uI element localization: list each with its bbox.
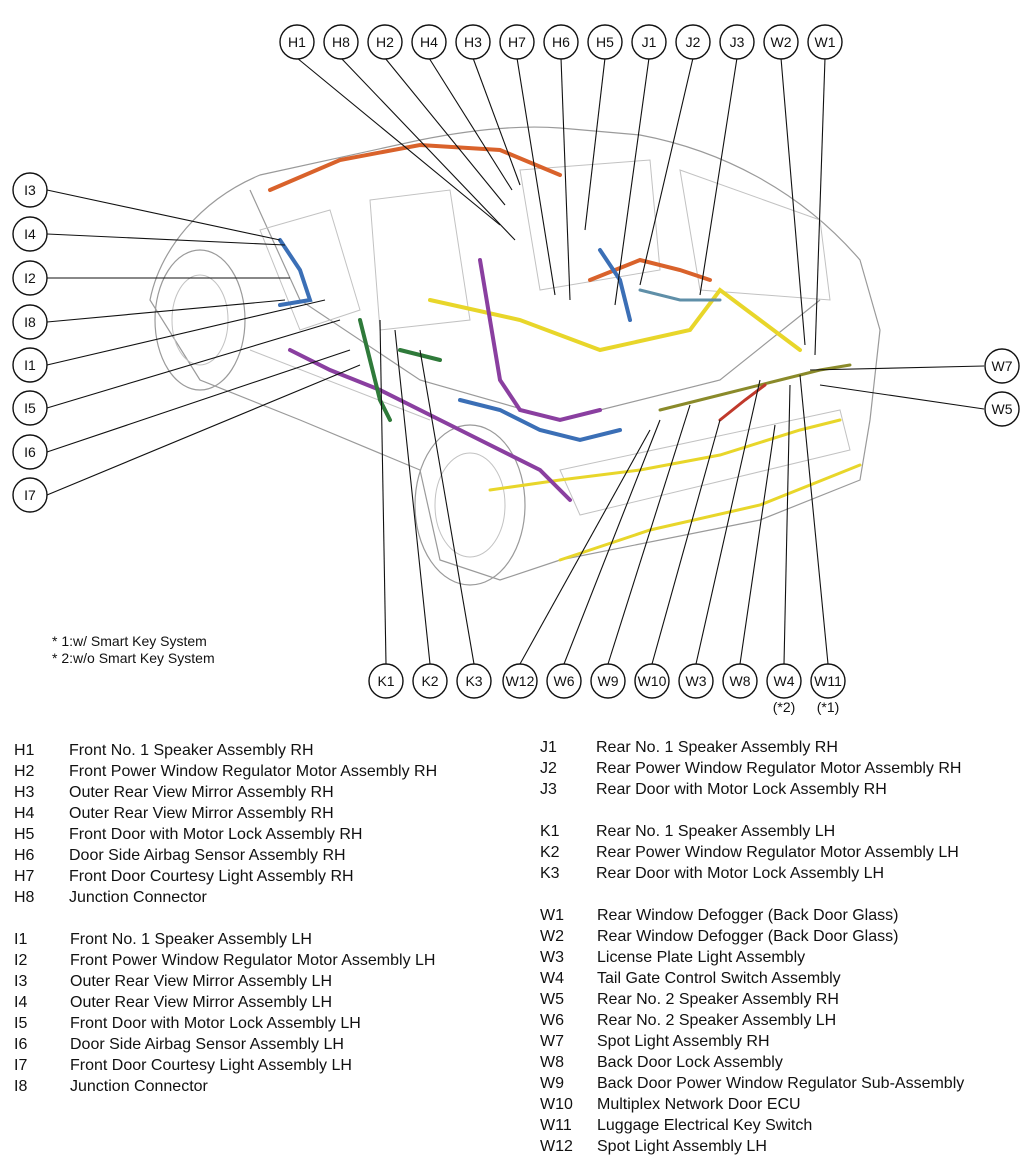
harness-blue-center	[458, 398, 622, 443]
callout-H5[interactable]: H5	[587, 24, 623, 60]
callout-W5[interactable]: W5	[984, 391, 1020, 427]
callout-W4-sublabel: (*2)	[773, 699, 796, 715]
callout-I2[interactable]: I2	[12, 260, 48, 296]
callout-I1[interactable]: I1	[12, 347, 48, 383]
callout-W2[interactable]: W2	[763, 24, 799, 60]
note-no-smart-key: * 2:w/o Smart Key System	[52, 650, 215, 666]
svg-text:W7: W7	[992, 358, 1013, 374]
callout-J2[interactable]: J2	[675, 24, 711, 60]
callout-H2[interactable]: H2	[367, 24, 403, 60]
harness-purple	[288, 348, 572, 502]
svg-text:I1: I1	[24, 357, 36, 373]
wiring-harnesses	[268, 142, 862, 562]
harness-orange	[268, 142, 562, 192]
harness-blue	[278, 238, 313, 307]
harness-yellow-sill	[558, 463, 862, 562]
callout-W10[interactable]: W10	[634, 663, 670, 699]
wiring-diagram: H1 H8 H2 H4 H3 H7 H6 H5 J1 J2 J3 W2 W1 I…	[12, 24, 1020, 715]
svg-text:W4: W4	[774, 673, 795, 689]
svg-text:H4: H4	[420, 34, 438, 50]
callout-I3[interactable]: I3	[12, 172, 48, 208]
callouts-bottom: K1 K2 K3 W12 W6 W9 W10 W3 W8 W4 W11 (*2)…	[368, 663, 846, 715]
svg-text:I5: I5	[24, 400, 36, 416]
svg-text:W6: W6	[554, 673, 575, 689]
callout-W4[interactable]: W4	[766, 663, 802, 699]
callout-I6[interactable]: I6	[12, 434, 48, 470]
svg-text:W1: W1	[815, 34, 836, 50]
svg-text:I4: I4	[24, 226, 36, 242]
callout-W1[interactable]: W1	[807, 24, 843, 60]
callouts-left: I3 I4 I2 I8 I1 I5 I6 I7	[12, 172, 48, 513]
callout-W11-sublabel: (*1)	[817, 699, 840, 715]
svg-text:H7: H7	[508, 34, 526, 50]
note-smart-key: * 1:w/ Smart Key System	[52, 633, 207, 649]
callouts-top: H1 H8 H2 H4 H3 H7 H6 H5 J1 J2 J3 W2 W1	[279, 24, 843, 60]
svg-text:H5: H5	[596, 34, 614, 50]
callout-I7[interactable]: I7	[12, 477, 48, 513]
callout-W3[interactable]: W3	[678, 663, 714, 699]
harness-green-door	[398, 348, 442, 362]
svg-text:W2: W2	[771, 34, 792, 50]
callout-H7[interactable]: H7	[499, 24, 535, 60]
svg-text:W10: W10	[638, 673, 667, 689]
svg-text:I2: I2	[24, 270, 36, 286]
leader-lines	[46, 57, 985, 665]
svg-text:H6: H6	[552, 34, 570, 50]
harness-yellow-floor	[488, 418, 842, 492]
harness-steel	[638, 288, 722, 302]
svg-text:I3: I3	[24, 182, 36, 198]
callout-W9[interactable]: W9	[590, 663, 626, 699]
callout-W12[interactable]: W12	[502, 663, 538, 699]
svg-text:H1: H1	[288, 34, 306, 50]
callout-H1[interactable]: H1	[279, 24, 315, 60]
svg-text:W9: W9	[598, 673, 619, 689]
svg-text:W8: W8	[730, 673, 751, 689]
callout-W11[interactable]: W11	[810, 663, 846, 699]
harness-green	[358, 318, 392, 422]
callout-K3[interactable]: K3	[456, 663, 492, 699]
callout-K2[interactable]: K2	[412, 663, 448, 699]
callout-H6[interactable]: H6	[543, 24, 579, 60]
harness-yellow	[428, 287, 802, 353]
svg-text:W12: W12	[506, 673, 535, 689]
harness-red	[718, 383, 767, 422]
vehicle-outline	[149, 126, 881, 586]
svg-text:J1: J1	[642, 34, 657, 50]
callout-I5[interactable]: I5	[12, 390, 48, 426]
svg-text:I6: I6	[24, 444, 36, 460]
svg-text:I8: I8	[24, 314, 36, 330]
svg-text:W11: W11	[814, 673, 842, 689]
svg-text:H8: H8	[332, 34, 350, 50]
svg-text:W3: W3	[686, 673, 707, 689]
callout-J1[interactable]: J1	[631, 24, 667, 60]
svg-text:H2: H2	[376, 34, 394, 50]
harness-purple-pillar	[478, 258, 602, 423]
svg-text:K2: K2	[421, 673, 438, 689]
svg-text:K3: K3	[465, 673, 482, 689]
callout-W8[interactable]: W8	[722, 663, 758, 699]
harness-olive	[658, 363, 852, 412]
callout-W6[interactable]: W6	[546, 663, 582, 699]
callout-I4[interactable]: I4	[12, 216, 48, 252]
callout-J3[interactable]: J3	[719, 24, 755, 60]
svg-text:J3: J3	[730, 34, 745, 50]
callout-H4[interactable]: H4	[411, 24, 447, 60]
callout-K1[interactable]: K1	[368, 663, 404, 699]
callout-H8[interactable]: H8	[323, 24, 359, 60]
svg-text:W5: W5	[992, 401, 1013, 417]
svg-text:H3: H3	[464, 34, 482, 50]
callout-I8[interactable]: I8	[12, 304, 48, 340]
svg-text:J2: J2	[686, 34, 701, 50]
harness-blue-rear	[598, 248, 632, 322]
callout-W7[interactable]: W7	[984, 348, 1020, 384]
svg-text:I7: I7	[24, 487, 36, 503]
svg-text:K1: K1	[377, 673, 394, 689]
callouts-right: W7 W5	[984, 348, 1020, 427]
callout-H3[interactable]: H3	[455, 24, 491, 60]
